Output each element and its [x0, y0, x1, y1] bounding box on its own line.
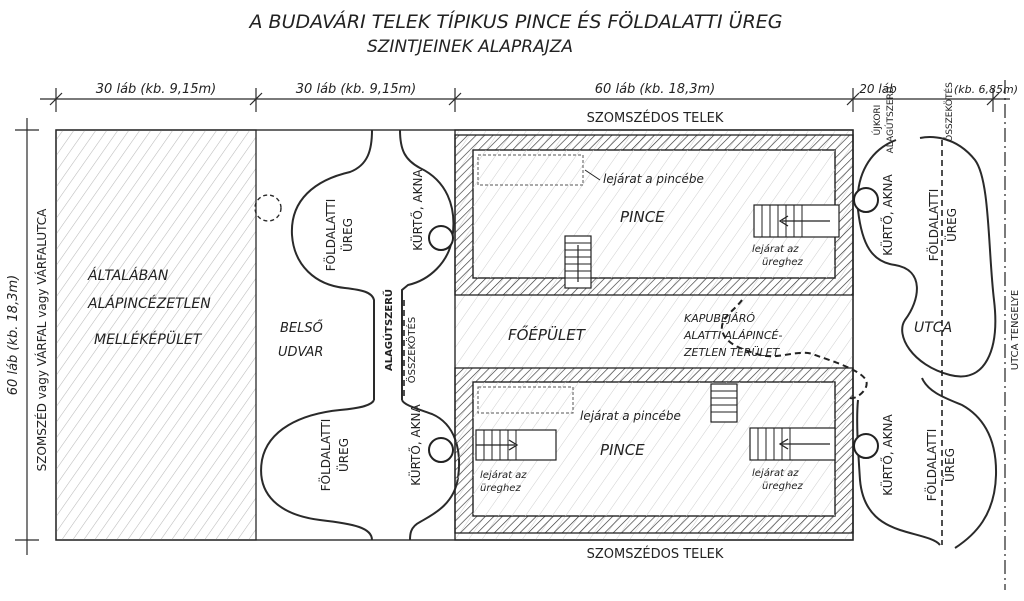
leader-line-upper [584, 169, 601, 181]
cavity-upper-label-1: FÖLDALATTI [322, 199, 338, 272]
shaft-circle-upper [428, 225, 454, 251]
entrance-cavity-lower-left-1: lejárat az [480, 469, 527, 481]
entrance-cavity-lower-right-2: üreghez [762, 481, 803, 492]
title-line-1: A BUDAVÁRI TELEK TÍPIKUS PINCE ÉS FÖLDAL… [248, 10, 783, 33]
entrance-cavity-lower-right-1: lejárat az [752, 467, 799, 479]
street-label: UTCA [914, 320, 952, 336]
shaft-label-lower: KÜRTŐ, AKNA [407, 403, 423, 485]
shaft-circle-right-lower [853, 433, 879, 459]
stairs-right-upper [761, 205, 830, 237]
cavity-right-lower-label-1: FÖLDALATTI [923, 429, 939, 502]
dimension-label-2: 30 láb (kb. 9,15m) [296, 82, 416, 97]
shaft-label-upper: KÜRTŐ, AKNA [409, 168, 425, 250]
tunnel-wall-right [399, 129, 455, 400]
stairs-upper [565, 242, 591, 282]
former-tunnel-label-2: ALAGÚTSZERŰ [884, 87, 896, 154]
stairs-lower-middle [711, 390, 737, 413]
outbuilding-label-3: MELLÉKÉPÜLET [94, 330, 203, 348]
gate-label-2: ALATTI ALÁPINCÉ- [683, 329, 782, 342]
former-tunnel-label-1: ÚJKORI [871, 105, 883, 136]
cavity-upper-outline [290, 129, 375, 400]
dimension-label-4: 20 láb [859, 82, 897, 96]
tunnel-label: ALAGÚTSZERŰ [381, 289, 395, 371]
dimension-label-4b: (kb. 6,85m) [954, 83, 1018, 96]
entrance-cavity-upper-1: lejárat az [752, 243, 799, 255]
bottom-neighbor-label: SZOMSZÉDOS TELEK [587, 546, 724, 562]
courtyard-label-1: BELSŐ [280, 320, 324, 336]
cellar-label-lower: PINCE [600, 441, 645, 459]
shaft-circle-lower [428, 437, 454, 463]
cellar-label-upper: PINCE [620, 208, 665, 226]
entrance-cellar-label-lower: lejárat a pincébe [580, 409, 681, 423]
well-circle [254, 194, 282, 222]
cavity-lower-label-2: ÜREG [335, 438, 351, 472]
entrance-cellar-label-upper: lejárat a pincébe [603, 172, 704, 186]
courtyard-label-2: UDVAR [278, 345, 323, 360]
entrance-cavity-lower-left-2: üreghez [480, 483, 521, 494]
cavity-right-upper-outline [856, 136, 997, 378]
outbuilding-label-2: ALÁPINCÉZETLEN [87, 295, 211, 312]
side-dimension-label: 60 láb (kb. 18,3m) [6, 275, 21, 395]
main-building-label: FŐÉPÜLET [508, 324, 587, 344]
left-neighbor-label: SZOMSZÉD vagy VÁRFAL vagy VÁRFALUTCA [34, 208, 49, 471]
cellar-lower [454, 367, 854, 534]
shaft-circle-right-upper [853, 187, 879, 213]
cavity-upper-label-2: ÜREG [339, 218, 355, 252]
outbuilding-label-1: ÁLTALÁBAN [87, 267, 169, 284]
gate-label-1: KAPUBEJÁRÓ [684, 312, 755, 325]
top-dimension-line [40, 88, 1010, 112]
title-line-2: SZINTJEINEK ALAPRAJZA [367, 37, 573, 57]
top-neighbor-label: SZOMSZÉDOS TELEK [587, 110, 724, 126]
stairs-lower-left [476, 430, 519, 460]
cavity-lower-label-1: FÖLDALATTI [317, 419, 333, 492]
right-connection-label: ÖSSZEKÖTÉS [943, 82, 955, 142]
outbuilding-area [55, 129, 257, 541]
shaft-label-right-upper: KÜRTŐ, AKNA [879, 173, 895, 255]
cavity-right-lower-outline [856, 377, 998, 549]
shaft-label-right-lower: KÜRTŐ, AKNA [879, 413, 895, 495]
entrance-cavity-upper-2: üreghez [762, 257, 803, 268]
gate-area-outline [720, 299, 868, 400]
connection-label: ÖSSZEKÖTÉS [405, 317, 418, 383]
cavity-right-upper-label-1: FÖLDALATTI [925, 189, 941, 262]
cavity-right-lower-label-2: ÜREG [941, 448, 957, 482]
cavity-lower-outline [260, 399, 375, 541]
dimension-label-1: 30 láb (kb. 9,15m) [96, 82, 216, 97]
cellar-upper [454, 134, 854, 296]
stairs-lower-right [757, 428, 830, 460]
cavity-right-upper-label-2: ÜREG [943, 208, 959, 242]
dimension-label-3: 60 láb (kb. 18,3m) [595, 82, 715, 97]
gate-label-3: ZETLEN TERÜLET [683, 346, 780, 359]
street-axis-label: UTCA TENGELYE [1010, 290, 1021, 371]
left-dimension-line [15, 118, 39, 555]
